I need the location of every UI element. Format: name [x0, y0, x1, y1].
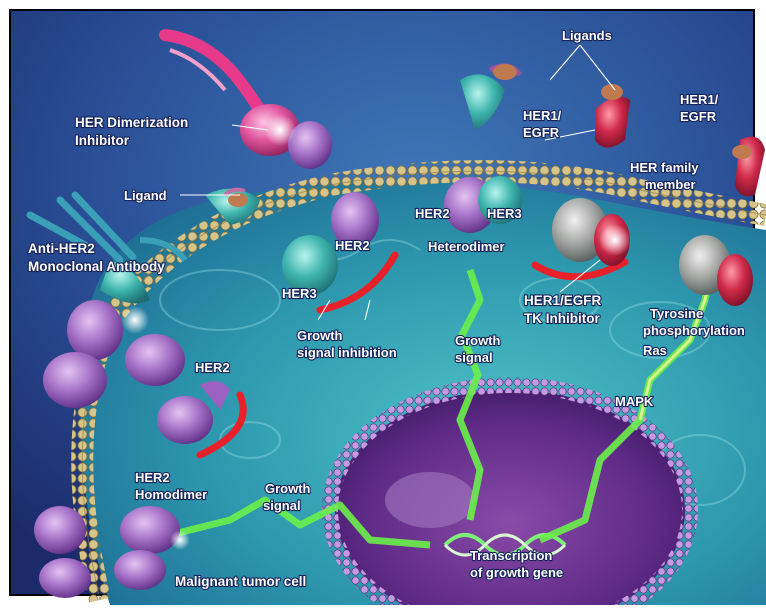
label-anti-her2-2: Monoclonal Antibody: [28, 259, 165, 274]
label-her2-mid: HER2: [415, 206, 450, 221]
label-her2-top: HER2: [335, 238, 370, 253]
label-growth-signal-low-1: Growth: [265, 481, 311, 496]
label-her3-left: HER3: [282, 286, 317, 301]
label-her1-egfr-left-2: EGFR: [523, 125, 560, 140]
label-her3-mid: HER3: [487, 206, 522, 221]
label-tk-inhibitor-2: TK Inhibitor: [524, 311, 600, 326]
label-ligand: Ligand: [124, 188, 167, 203]
label-anti-her2-1: Anti-HER2: [28, 241, 95, 256]
label-tk-inhibitor-1: HER1/EGFR: [524, 293, 602, 308]
label-transcription-1: Transcription: [470, 548, 552, 563]
nucleolus: [385, 472, 475, 528]
label-growth-signal-mid-1: Growth: [455, 333, 501, 348]
label-growth-signal-inhibition-1: Growth: [297, 328, 343, 343]
label-tyrosine-2: phosphorylation: [643, 323, 745, 338]
label-growth-signal-mid-2: signal: [455, 350, 493, 365]
label-mapk: MAPK: [615, 394, 654, 409]
label-malignant-tumor-cell: Malignant tumor cell: [175, 574, 306, 589]
label-her2-homodimer-2: Homodimer: [135, 487, 207, 502]
label-her1-egfr-right-2: EGFR: [680, 109, 717, 124]
label-her-dimerization-inhibitor-2: Inhibitor: [75, 133, 130, 148]
label-her1-egfr-left-1: HER1/: [523, 108, 562, 123]
label-her2-homodimer-1: HER2: [135, 470, 170, 485]
label-growth-signal-low-2: signal: [263, 498, 301, 513]
label-ligands: Ligands: [562, 28, 612, 43]
label-her-family-member-1: HER family: [630, 160, 699, 175]
label-growth-signal-inhibition-2: signal inhibition: [297, 345, 397, 360]
label-ras: Ras: [643, 343, 667, 358]
label-her1-egfr-right-1: HER1/: [680, 92, 719, 107]
label-tyrosine-1: Tyrosine: [650, 306, 703, 321]
label-transcription-2: of growth gene: [470, 565, 563, 580]
label-her-dimerization-inhibitor-1: HER Dimerization: [75, 115, 188, 130]
label-heterodimer: Heterodimer: [428, 239, 505, 254]
label-her2-lower: HER2: [195, 360, 230, 375]
label-her-family-member-2: member: [645, 177, 696, 192]
